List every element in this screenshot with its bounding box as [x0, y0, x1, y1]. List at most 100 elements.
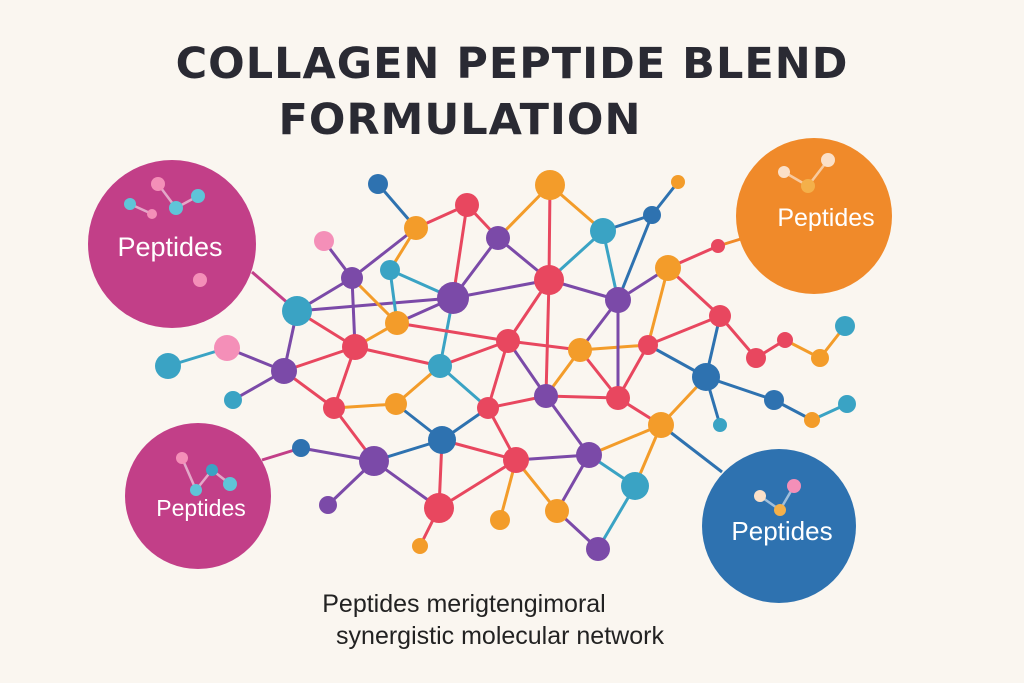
molecule-node [545, 499, 569, 523]
network-edge [646, 314, 722, 347]
hub-molecule-icon [191, 189, 205, 203]
molecule-node [655, 255, 681, 281]
hub-molecule-icon [206, 464, 218, 476]
molecule-node [764, 390, 784, 410]
network-edge [353, 345, 442, 368]
molecule-node [490, 510, 510, 530]
molecule-node [282, 296, 312, 326]
molecule-node [711, 239, 725, 253]
molecule-node [428, 426, 456, 454]
molecule-node [713, 418, 727, 432]
hub-molecule-icon [821, 153, 835, 167]
molecule-node [385, 393, 407, 415]
caption-line-2: synergistic molecular network [336, 622, 664, 650]
molecule-node [385, 311, 409, 335]
title-line-1: COLLAGEN PEPTIDE BLEND [175, 39, 849, 89]
molecule-node [692, 363, 720, 391]
molecule-node [568, 338, 592, 362]
peptide-hub-1: Peptides [88, 160, 256, 328]
molecule-node [534, 265, 564, 295]
molecule-node [323, 397, 345, 419]
molecule-node [224, 391, 242, 409]
hub-molecule-icon [801, 179, 815, 193]
network-edge [547, 183, 552, 282]
molecule-node [341, 267, 363, 289]
molecule-node [835, 316, 855, 336]
peptide-hub-4: Peptides [702, 449, 856, 603]
hub-molecule-icon [176, 452, 188, 464]
hub-circle [702, 449, 856, 603]
molecule-node [292, 439, 310, 457]
hub-molecule-icon [754, 490, 766, 502]
hub-molecule-icon [778, 166, 790, 178]
page-title: COLLAGEN PEPTIDE BLEND FORMULATION [0, 36, 1024, 148]
molecule-node [486, 226, 510, 250]
network-nodes [155, 170, 856, 561]
peptide-hub-3: Peptides [125, 423, 271, 569]
peptide-hub-2: Peptides [736, 138, 892, 294]
molecule-node [412, 538, 428, 554]
molecule-node [586, 537, 610, 561]
hub-label: Peptides [156, 495, 246, 521]
hub-molecule-icon [774, 504, 786, 516]
hub-label: Peptides [777, 204, 874, 232]
network-edge [616, 213, 654, 302]
network-edge [451, 278, 551, 300]
molecule-node [605, 287, 631, 313]
molecule-node [838, 395, 856, 413]
molecule-node [368, 174, 388, 194]
hub-molecule-icon [169, 201, 183, 215]
network-edge [438, 339, 510, 368]
molecule-node [503, 447, 529, 473]
network-caption: Peptides merigtengimoral synergistic mol… [240, 588, 760, 652]
molecule-node [746, 348, 766, 368]
molecule-node [638, 335, 658, 355]
molecule-node [648, 412, 674, 438]
hub-molecule-icon [787, 479, 801, 493]
molecule-node [496, 329, 520, 353]
hub-label: Peptides [731, 516, 832, 546]
molecule-node [314, 231, 334, 251]
molecule-node [804, 412, 820, 428]
network-edge [395, 321, 510, 343]
molecule-node [342, 334, 368, 360]
molecule-node [811, 349, 829, 367]
hub-circle [125, 423, 271, 569]
caption-line-1: Peptides merigtengimoral [322, 590, 606, 618]
hub-molecule-icon [151, 177, 165, 191]
hub-molecule-icon [147, 209, 157, 219]
molecule-node [380, 260, 400, 280]
network-edge [295, 296, 455, 313]
molecule-node [590, 218, 616, 244]
molecule-node [709, 305, 731, 327]
hub-molecule-icon [193, 273, 207, 287]
hub-molecule-icon [124, 198, 136, 210]
molecule-node [777, 332, 793, 348]
title-line-2: FORMULATION [278, 95, 642, 145]
molecule-node [455, 193, 479, 217]
molecule-node [576, 442, 602, 468]
molecule-node [424, 493, 454, 523]
network-edge [646, 266, 670, 347]
molecule-node [606, 386, 630, 410]
molecule-node [319, 496, 337, 514]
molecule-node [437, 282, 469, 314]
network-edge [544, 394, 620, 400]
network-edge [506, 339, 582, 352]
hub-molecule-icon [223, 477, 237, 491]
hub-circle [736, 138, 892, 294]
molecule-node [214, 335, 240, 361]
molecule-node [477, 397, 499, 419]
molecule-node [359, 446, 389, 476]
molecule-node [535, 170, 565, 200]
network-edge [544, 278, 551, 398]
hub-label: Peptides [117, 232, 222, 262]
molecule-node [404, 216, 428, 240]
network-edge [437, 458, 518, 510]
molecule-node [428, 354, 452, 378]
molecule-node [271, 358, 297, 384]
molecule-node [621, 472, 649, 500]
